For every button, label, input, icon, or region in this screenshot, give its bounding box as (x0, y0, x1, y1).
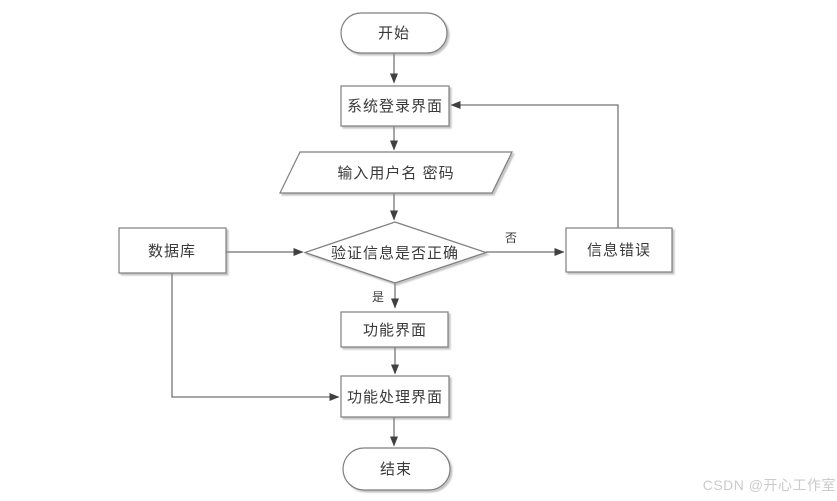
login-label: 系统登录界面 (347, 98, 443, 115)
input-parallelogram-shape (279, 151, 513, 194)
node-start: 开始 (340, 12, 448, 54)
procui-label: 功能处理界面 (347, 389, 443, 406)
procui-shape (340, 375, 450, 418)
node-end: 结束 (342, 447, 451, 491)
error-label: 信息错误 (587, 242, 651, 259)
node-error: 信息错误 (565, 227, 673, 273)
input-label: 输入用户名 密码 (337, 165, 454, 182)
node-login: 系统登录界面 (340, 85, 450, 127)
edge-label-no: 否 (505, 231, 517, 245)
edge-label-yes: 是 (372, 290, 384, 304)
start-label: 开始 (378, 25, 410, 42)
database-shape (118, 227, 227, 274)
database-label: 数据库 (148, 243, 196, 260)
start-terminator-shape (340, 12, 448, 54)
end-terminator-shape (342, 447, 451, 491)
node-verify: 验证信息是否正确 (303, 221, 488, 284)
func-shape (340, 311, 449, 348)
csdn-watermark: CSDN @开心工作室 (703, 477, 836, 493)
node-input: 输入用户名 密码 (279, 151, 513, 194)
func-label: 功能界面 (363, 322, 427, 339)
end-label: 结束 (380, 461, 412, 478)
edge-error-login-loop (450, 101, 619, 228)
node-procui: 功能处理界面 (340, 375, 450, 418)
edge-database-procui (171, 273, 340, 401)
verify-label: 验证信息是否正确 (331, 245, 459, 262)
verify-diamond-shape (303, 221, 488, 284)
error-shape (565, 227, 673, 273)
login-process-shape (340, 85, 450, 127)
node-database: 数据库 (118, 227, 227, 274)
node-func: 功能界面 (340, 311, 449, 348)
